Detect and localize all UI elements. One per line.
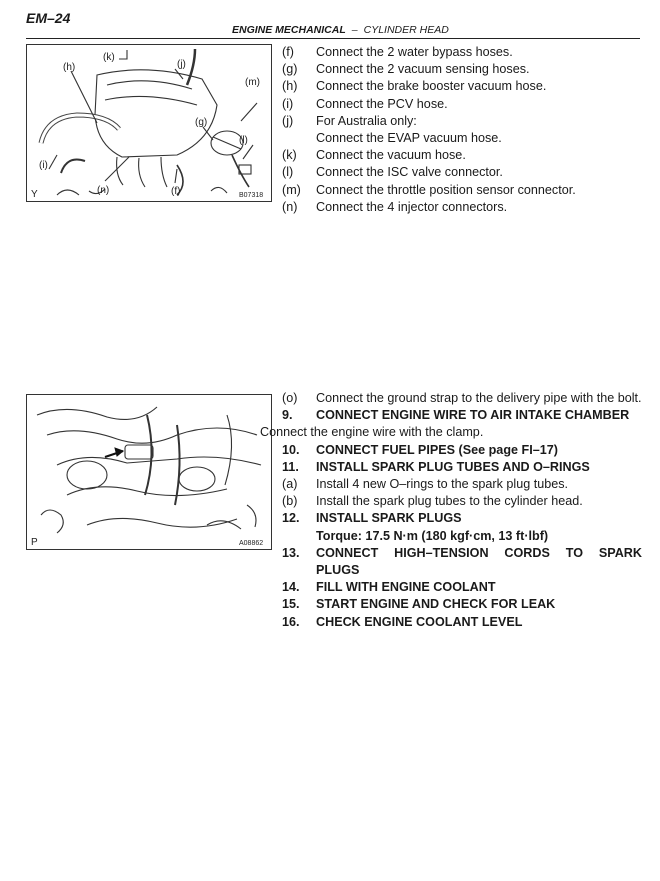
step-label: (i) [282, 96, 294, 111]
step-label: (h) [282, 79, 298, 94]
list-item: Connect the EVAP vacuum hose. [282, 130, 642, 147]
step-title: INSTALL SPARK PLUG TUBES AND O–RINGS [316, 459, 590, 474]
step-text: Connect the ground strap to the delivery… [316, 391, 642, 405]
step-text: Connect the vacuum hose. [316, 148, 466, 163]
callout-i: (i) [39, 160, 48, 171]
step-title: CONNECT ENGINE WIRE TO AIR INTAKE CHAMBE… [316, 408, 630, 423]
step-number: 9. [282, 408, 293, 423]
step-label: (m) [282, 182, 301, 197]
list-item: (k) Connect the vacuum hose. [282, 147, 642, 164]
step-label: (o) [282, 391, 298, 405]
list-item: (h) Connect the brake booster vacuum hose… [282, 78, 642, 95]
step-text: Connect the brake booster vacuum hose. [316, 79, 547, 94]
step-label: (l) [282, 165, 294, 180]
step-text: Connect the throttle position sensor con… [316, 182, 576, 197]
step-note: Connect the engine wire with the clamp. [260, 425, 484, 440]
reassembly-steps: (o) Connect the ground strap to the deliv… [260, 390, 642, 631]
step-title: CONNECT FUEL PIPES (See page FI–17) [316, 442, 558, 457]
step-title-continued: PLUGS [316, 563, 360, 578]
step-number: 14. [282, 580, 300, 595]
step-label: (k) [282, 148, 297, 163]
list-item: Connect the engine wire with the clamp. [260, 424, 642, 441]
step-label: (a) [282, 477, 298, 492]
step-title: CHECK ENGINE COOLANT LEVEL [316, 614, 523, 629]
hose-connection-steps: (f) Connect the 2 water bypass hoses. (g)… [282, 44, 642, 216]
figure1-code: B07318 [239, 192, 263, 199]
step-number: 10. [282, 442, 300, 457]
callout-n: (n) [97, 185, 109, 196]
step-label: (f) [282, 45, 294, 59]
list-item: 12. INSTALL SPARK PLUGS [282, 510, 642, 527]
list-item: (i) Connect the PCV hose. [282, 96, 642, 113]
step-title: START ENGINE AND CHECK FOR LEAK [316, 597, 556, 612]
figure2-code: A08862 [239, 540, 263, 547]
list-item: (b) Install the spark plug tubes to the c… [282, 493, 642, 510]
step-label: (b) [282, 494, 298, 509]
list-item: 16. CHECK ENGINE COOLANT LEVEL [282, 614, 642, 631]
step-number: 11. [282, 459, 299, 474]
list-item: 13. CONNECT HIGH–TENSION CORDS TO SPARK [282, 545, 642, 562]
callout-j: (j) [177, 59, 186, 70]
callout-l: (l) [239, 135, 248, 146]
step-text: Connect the ISC valve connector. [316, 165, 503, 180]
list-item: 11. INSTALL SPARK PLUG TUBES AND O–RINGS [282, 459, 642, 476]
page-id: EM–24 [26, 10, 71, 26]
hose-diagram-drawing: (h) (k) (j) (m) (g) (l) (i) (n) (f) Y B0… [31, 48, 263, 200]
list-item: (f) Connect the 2 water bypass hoses. [282, 44, 642, 61]
torque-value: Torque: 17.5 N·m (180 kgf·cm, 13 ft·lbf) [316, 528, 549, 543]
engine-hose-illustration: (h) (k) (j) (m) (g) (l) (i) (n) (f) Y B0… [26, 44, 272, 202]
section-title: ENGINE MECHANICAL [232, 24, 346, 36]
callout-m: (m) [245, 77, 260, 88]
arrow-head-icon [114, 447, 124, 457]
callout-f: (f) [171, 186, 180, 197]
step-label [282, 130, 316, 147]
torque-spec: Torque: 17.5 N·m (180 kgf·cm, 13 ft·lbf) [282, 528, 642, 545]
step-text: For Australia only: [316, 113, 417, 128]
step-text: Connect the 4 injector connectors. [316, 199, 508, 214]
step-text: Connect the 2 vacuum sensing hoses. [316, 62, 530, 77]
list-item: (n) Connect the 4 injector connectors. [282, 199, 642, 216]
step-title: INSTALL SPARK PLUGS [316, 511, 462, 526]
list-item: (o) Connect the ground strap to the deliv… [282, 390, 642, 407]
running-head: ENGINE MECHANICAL–CYLINDER HEAD [232, 24, 449, 36]
callout-g: (g) [195, 117, 207, 128]
list-item: (a) Install 4 new O–rings to the spark pl… [282, 476, 642, 493]
list-item: (l) Connect the ISC valve connector. [282, 164, 642, 181]
list-item: (g) Connect the 2 vacuum sensing hoses. [282, 61, 642, 78]
step-number: 16. [282, 614, 300, 629]
step-text: Install 4 new O–rings to the spark plug … [316, 477, 569, 492]
step-label: (g) [282, 62, 298, 77]
list-item-continuation: PLUGS [282, 562, 642, 579]
ground-strap-illustration: P A08862 [26, 394, 272, 550]
step-number: 12. [282, 511, 300, 526]
callout-h: (h) [63, 62, 75, 73]
subsection-title: CYLINDER HEAD [363, 24, 449, 36]
step-title: FILL WITH ENGINE COOLANT [316, 580, 496, 595]
step-label: (n) [282, 199, 298, 214]
ground-strap-drawing: P A08862 [31, 406, 263, 548]
list-item: (j) For Australia only: [282, 113, 642, 130]
step-text: Connect the PCV hose. [316, 96, 448, 111]
step-text: Install the spark plug tubes to the cyli… [316, 494, 583, 509]
figure2-corner-letter: P [31, 537, 38, 548]
header-separator: – [351, 24, 358, 36]
header-rule [26, 38, 640, 39]
callout-k: (k) [103, 52, 115, 63]
step-label: (j) [282, 113, 294, 128]
step-number: 13. [282, 545, 300, 560]
list-item: 9. CONNECT ENGINE WIRE TO AIR INTAKE CHAM… [282, 407, 642, 424]
figure1-corner-letter: Y [31, 189, 38, 200]
step-title: CONNECT HIGH–TENSION CORDS TO SPARK [316, 545, 642, 560]
list-item: 10. CONNECT FUEL PIPES (See page FI–17) [282, 442, 642, 459]
list-item: 15. START ENGINE AND CHECK FOR LEAK [282, 596, 642, 613]
list-item: (m) Connect the throttle position sensor … [282, 182, 642, 199]
step-text: Connect the EVAP vacuum hose. [316, 131, 502, 146]
step-text: Connect the 2 water bypass hoses. [316, 45, 513, 59]
list-item: 14. FILL WITH ENGINE COOLANT [282, 579, 642, 596]
step-number: 15. [282, 597, 300, 612]
